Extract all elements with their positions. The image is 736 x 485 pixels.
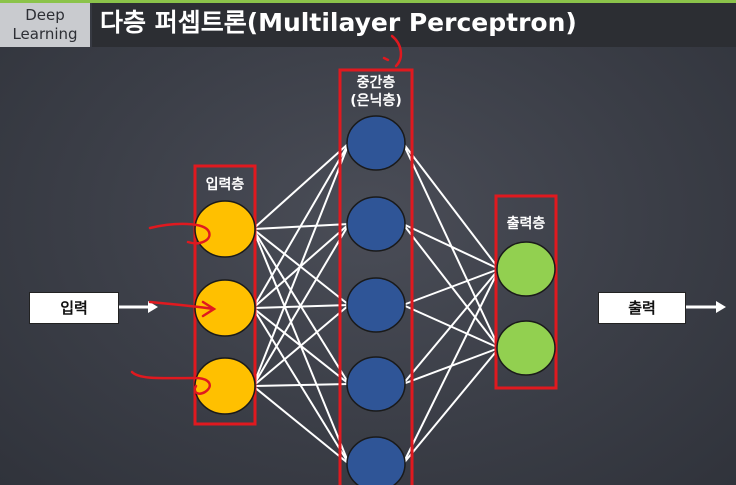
edge-hidden-node-2-to-output-node-1 bbox=[402, 223, 500, 270]
input-layer-label: 입력층 bbox=[205, 177, 245, 193]
annotation-arrow-1 bbox=[148, 222, 211, 245]
hidden-layer-highlight-box bbox=[338, 68, 414, 485]
output-arrow-head bbox=[716, 301, 726, 313]
hidden-layer-label-line-2: (은닉층) bbox=[350, 93, 402, 109]
output-box: 출력 bbox=[598, 292, 686, 324]
input-node-2 bbox=[194, 279, 256, 337]
edge-input-node-3-to-hidden-node-5 bbox=[252, 385, 350, 465]
input-node-1 bbox=[194, 200, 256, 258]
network-nodes bbox=[194, 115, 556, 485]
edge-hidden-node-4-to-output-node-1 bbox=[402, 268, 500, 385]
hidden-node-1 bbox=[346, 115, 406, 171]
edge-input-node-3-to-hidden-node-2 bbox=[252, 223, 350, 387]
hidden-node-3 bbox=[346, 277, 406, 333]
hidden-node-5 bbox=[346, 436, 406, 485]
edge-input-node-3-to-hidden-node-4 bbox=[252, 383, 350, 387]
annotation-arrow-3 bbox=[130, 370, 211, 395]
input-node-3 bbox=[194, 357, 256, 415]
edge-input-node-2-to-hidden-node-1 bbox=[252, 142, 350, 309]
hidden-layer-label-line-1: 중간층 bbox=[356, 75, 396, 91]
edge-input-node-3-to-hidden-node-1 bbox=[252, 142, 350, 387]
annotation-arrow-2 bbox=[148, 300, 217, 318]
input-box: 입력 bbox=[29, 292, 119, 324]
output-node-1 bbox=[496, 241, 556, 297]
input-layer-highlight-box bbox=[193, 164, 257, 426]
hidden-node-2 bbox=[346, 196, 406, 252]
edge-hidden-node-5-to-output-node-1 bbox=[402, 268, 500, 465]
slide-title: 다층 퍼셉트론(Multilayer Perceptron) bbox=[92, 3, 736, 47]
edge-hidden-node-3-to-output-node-1 bbox=[402, 268, 500, 306]
output-layer-highlight-box bbox=[494, 194, 558, 390]
annotation-mark-title bbox=[390, 34, 403, 68]
deep-learning-badge: Deep Learning bbox=[0, 3, 90, 47]
output-layer-label: 출력층 bbox=[506, 216, 546, 232]
edge-hidden-node-1-to-output-node-1 bbox=[402, 142, 500, 270]
hidden-node-4 bbox=[346, 356, 406, 412]
badge-line-1: Deep bbox=[25, 6, 65, 24]
input-arrow-head bbox=[148, 301, 158, 313]
output-node-2 bbox=[496, 320, 556, 376]
badge-line-2: Learning bbox=[12, 25, 78, 43]
edge-input-node-3-to-hidden-node-3 bbox=[252, 304, 350, 387]
network-edges bbox=[252, 142, 500, 465]
edge-input-node-1-to-hidden-node-1 bbox=[252, 142, 350, 230]
edge-hidden-node-5-to-output-node-2 bbox=[402, 347, 500, 465]
annotation-dot bbox=[382, 56, 390, 62]
top-accent-line bbox=[0, 0, 736, 3]
